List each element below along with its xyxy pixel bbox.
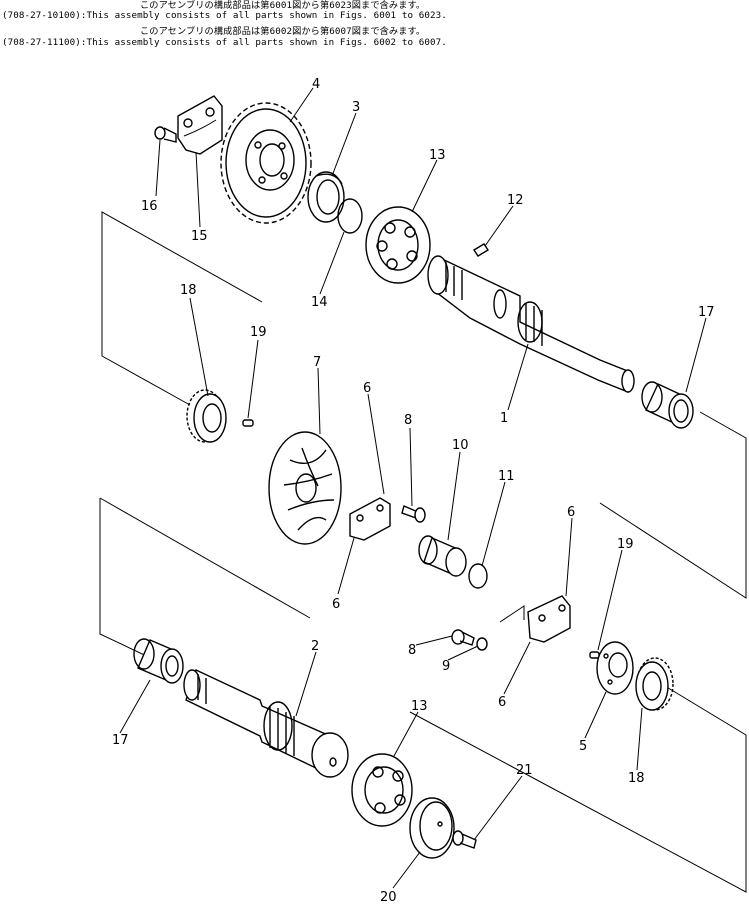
note-line-en-1: (708-27-10100):This assembly consists of…: [2, 10, 447, 21]
part-8-lower-bolt[interactable]: [451, 629, 475, 646]
callout-1: 1: [500, 411, 508, 426]
callout-7: 7: [313, 355, 321, 370]
callout-19-left: 19: [250, 325, 267, 340]
callout-3: 3: [352, 100, 360, 115]
callout-12: 12: [507, 193, 524, 208]
callout-14: 14: [311, 295, 328, 310]
callout-labels: 4 3 13 12 16 15 14 18 19 7 17 1 6 8 10 1…: [112, 77, 715, 904]
part-17-right-needle-bearing[interactable]: [641, 381, 694, 429]
part-7-impeller[interactable]: [268, 431, 342, 545]
part-11-snap-ring[interactable]: [468, 563, 488, 589]
callout-19-right: 19: [617, 537, 634, 552]
part-21-bolt[interactable]: [452, 830, 477, 849]
part-12-key[interactable]: [473, 243, 489, 257]
note-line-jp-1: このアセンブリの構成部品は第6001図から第6023図まで含みます。: [140, 0, 426, 11]
part-18-left-bearing[interactable]: [186, 389, 227, 443]
callout-2: 2: [311, 639, 319, 654]
note-line-jp-2: このアセンブリの構成部品は第6002図から第6007図まで含みます。: [140, 26, 426, 37]
part-5-flange[interactable]: [596, 641, 634, 695]
part-9-washer[interactable]: [476, 637, 488, 651]
callout-8-lower: 8: [408, 643, 416, 658]
callout-16: 16: [141, 199, 158, 214]
note-line-en-2: (708-27-11100):This assembly consists of…: [2, 37, 447, 48]
callout-17-left: 17: [112, 733, 129, 748]
part-17-left-needle-bearing[interactable]: [133, 638, 184, 684]
assembly-guide-lines: [99, 211, 747, 893]
callout-18-left: 18: [180, 283, 197, 298]
part-10-sleeve[interactable]: [418, 535, 467, 577]
part-14-o-ring[interactable]: [337, 198, 363, 234]
part-3-ring[interactable]: [307, 171, 345, 223]
part-8-upper-bolt[interactable]: [401, 505, 426, 523]
leader-lines: [119, 87, 707, 889]
callout-6-d: 6: [498, 695, 506, 710]
callout-18-right: 18: [628, 771, 645, 786]
callout-10: 10: [452, 438, 469, 453]
callout-13-upper: 13: [429, 148, 446, 163]
callout-20: 20: [380, 890, 397, 904]
part-15-lock-plate[interactable]: [177, 95, 223, 155]
part-19-left-pin[interactable]: [242, 419, 254, 427]
part-2-lower-shaft[interactable]: [183, 669, 349, 778]
part-19-right-pin[interactable]: [589, 651, 600, 659]
part-13-lower-bearing[interactable]: [351, 753, 413, 827]
callout-5: 5: [579, 739, 587, 754]
callout-15: 15: [191, 229, 208, 244]
part-16-bolt[interactable]: [154, 126, 177, 143]
callout-6-a: 6: [363, 381, 371, 396]
part-18-right-bearing[interactable]: [635, 657, 674, 711]
callout-6-b: 6: [567, 505, 575, 520]
part-4-gear[interactable]: [220, 102, 312, 224]
part-6-upper-lock-plate[interactable]: [349, 497, 391, 541]
part-1-upper-shaft[interactable]: [427, 255, 635, 393]
callout-6-c: 6: [332, 597, 340, 612]
callout-9: 9: [442, 659, 450, 674]
callout-11: 11: [498, 469, 515, 484]
part-13-upper-bearing[interactable]: [365, 206, 431, 284]
callout-4: 4: [312, 77, 320, 92]
callout-21: 21: [516, 763, 533, 778]
part-20-end-plate[interactable]: [409, 797, 455, 859]
part-6-lower-lock-plate[interactable]: [499, 595, 571, 643]
callout-13-lower: 13: [411, 699, 428, 714]
callout-17-right: 17: [698, 305, 715, 320]
callout-8-upper: 8: [404, 413, 412, 428]
